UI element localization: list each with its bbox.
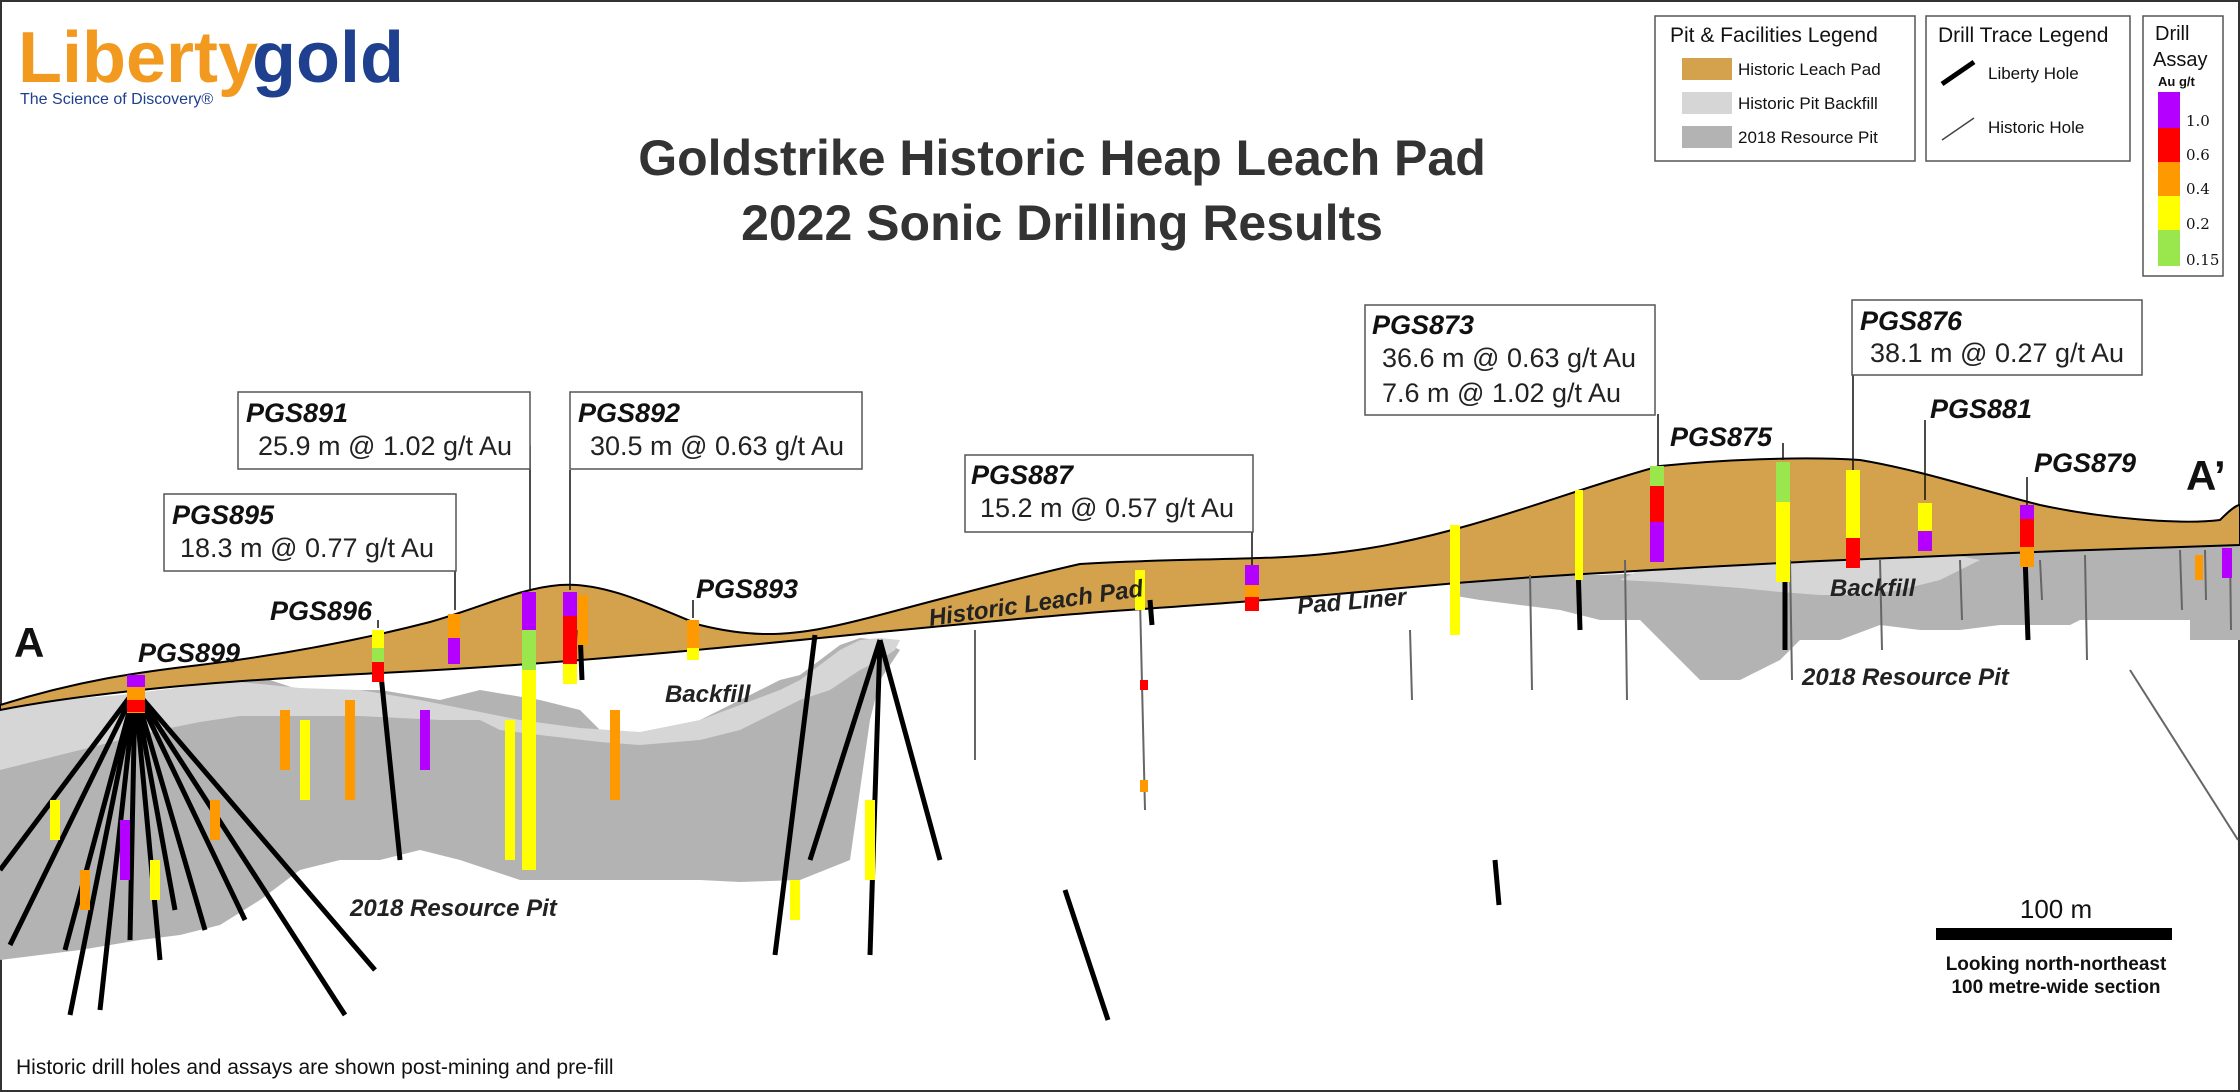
hole-id: PGS895 <box>172 500 275 530</box>
intercept-texts: 18.3 m @ 0.77 g/t Au 25.9 m @ 1.02 g/t A… <box>180 338 2124 563</box>
hole-id: PGS887 <box>971 460 1075 490</box>
assay-swatch <box>2158 162 2180 196</box>
liberty-holes-fan <box>0 554 2031 1021</box>
legend-pit-item: Historic Pit Backfill <box>1738 94 1878 113</box>
legend-trace-title: Drill Trace Legend <box>1938 24 2108 47</box>
hole-id: PGS899 <box>138 638 240 668</box>
hole-labels: PGS899 PGS896 PGS895 PGS891 PGS892 PGS89… <box>138 306 2136 668</box>
legend-trace-liberty: Liberty Hole <box>1988 64 2079 83</box>
backfill-left <box>0 638 900 770</box>
legend-pit-item: Historic Leach Pad <box>1738 60 1881 79</box>
scale-bar: 100 m Looking north-northeast 100 metre-… <box>1936 894 2172 998</box>
legend-trace-historic: Historic Hole <box>1988 118 2084 137</box>
intercept: 25.9 m @ 1.02 g/t Au <box>258 431 512 461</box>
assay-swatch <box>2158 128 2180 162</box>
intercept: 38.1 m @ 0.27 g/t Au <box>1870 338 2124 368</box>
logo-brand-a: Liberty <box>18 18 258 98</box>
logo: Liberty gold The Science of Discovery® <box>18 18 404 108</box>
legend-drill-trace: Drill Trace Legend Liberty Hole Historic… <box>1925 15 2131 162</box>
assay-tick: 0.2 <box>2186 215 2210 233</box>
intercept: 15.2 m @ 0.57 g/t Au <box>980 493 1234 523</box>
assay-tick: 0.4 <box>2186 180 2210 198</box>
scale-label: 100 m <box>2020 894 2092 924</box>
hole-id: PGS896 <box>270 596 373 626</box>
hole-id: PGS875 <box>1670 422 1773 452</box>
historic-hole-symbol <box>1941 117 1975 141</box>
label-pit-right: 2018 Resource Pit <box>1801 664 2010 691</box>
intercept: 18.3 m @ 0.77 g/t Au <box>180 533 434 563</box>
footnote: Historic drill holes and assays are show… <box>16 1056 614 1079</box>
scale-bar-rect <box>1936 928 2172 940</box>
hole-id: PGS891 <box>246 398 348 428</box>
legend-drill-assay: Drill Assay Au g/t 1.0 0.6 0.4 0.2 0.15 <box>2142 15 2224 277</box>
legend-assay-title-2: Assay <box>2153 49 2207 71</box>
collar-leaders <box>377 374 2028 628</box>
legend-pit-facilities: Pit & Facilities Legend Historic Leach P… <box>1654 15 1916 162</box>
resource-pit-left-steps <box>600 760 760 880</box>
title-line-2: 2022 Sonic Drilling Results <box>741 195 1383 251</box>
hole-id: PGS892 <box>578 398 680 428</box>
intercept: 30.5 m @ 0.63 g/t Au <box>590 431 844 461</box>
scale-note-1: Looking north-northeast <box>1946 954 2167 975</box>
historic-holes <box>974 549 2239 841</box>
callout-boxes <box>163 299 2143 572</box>
assay-swatch <box>2158 230 2180 266</box>
hole-id: PGS893 <box>696 574 798 604</box>
intercept: 7.6 m @ 1.02 g/t Au <box>1382 378 1621 408</box>
legend-pit-title: Pit & Facilities Legend <box>1670 24 1878 47</box>
hole-id: PGS881 <box>1930 394 2032 424</box>
hole-id: PGS876 <box>1860 306 1963 336</box>
assay-swatch <box>2158 92 2180 128</box>
liberty-hole-symbol <box>1940 59 1976 87</box>
assay-tick: 0.6 <box>2186 146 2210 164</box>
label-backfill-right: Backfill <box>1830 575 1917 602</box>
title-line-1: Goldstrike Historic Heap Leach Pad <box>638 130 1486 186</box>
legend-assay-title-1: Drill <box>2155 23 2189 45</box>
logo-tagline: The Science of Discovery® <box>20 91 213 108</box>
swatch-pit-backfill <box>1682 92 1732 114</box>
assay-swatch <box>2158 196 2180 230</box>
section-label-a-prime: A’ <box>2186 452 2226 499</box>
hole-id: PGS879 <box>2034 448 2136 478</box>
label-backfill-left: Backfill <box>665 681 752 708</box>
assay-intervals <box>50 462 2232 920</box>
section-label-a: A <box>14 619 44 666</box>
swatch-leach-pad <box>1682 58 1732 80</box>
assay-tick: 1.0 <box>2186 112 2210 130</box>
label-pit-left: 2018 Resource Pit <box>349 895 558 922</box>
intercept: 36.6 m @ 0.63 g/t Au <box>1382 343 1636 373</box>
legend-assay-unit: Au g/t <box>2158 74 2195 89</box>
assay-tick: 0.15 <box>2186 251 2219 269</box>
swatch-resource-pit <box>1682 126 1732 148</box>
logo-brand-b: gold <box>252 18 404 98</box>
scale-note-2: 100 metre-wide section <box>1951 977 2160 998</box>
legend-pit-item: 2018 Resource Pit <box>1738 128 1878 147</box>
historic-leach-pad <box>0 457 2240 712</box>
hole-id: PGS873 <box>1372 310 1474 340</box>
